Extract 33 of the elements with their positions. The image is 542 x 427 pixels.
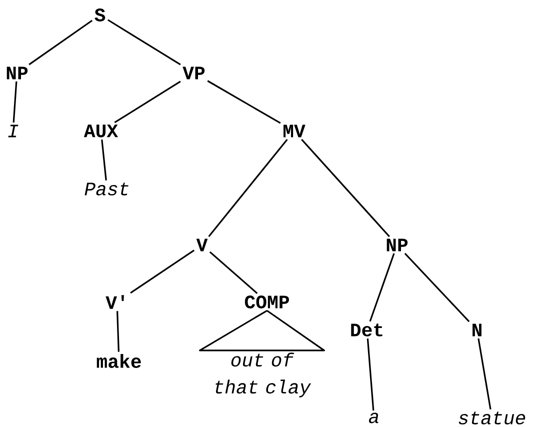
tree-branch (130, 250, 195, 294)
category-label: V (196, 238, 208, 252)
category-label: MV (284, 124, 306, 138)
tree-branch (28, 20, 93, 66)
word-label: a (368, 412, 378, 424)
category-label: NP (386, 238, 408, 252)
tree-branch (207, 80, 281, 124)
category-label: N (472, 324, 482, 336)
category-label: VP (182, 66, 205, 80)
tree-branch (369, 253, 395, 322)
tree-branch (366, 338, 374, 411)
tree-branch (12, 81, 18, 123)
category-label: AUX (84, 124, 118, 138)
triangle-branch (199, 310, 325, 352)
tree-branch (301, 138, 390, 238)
category-label: Det (351, 324, 382, 336)
category-label: COMP (244, 296, 289, 308)
tree-branch (116, 311, 120, 352)
tree-branch (208, 138, 288, 238)
tree-branch (114, 80, 181, 124)
word-label: I (8, 124, 18, 138)
category-label: S (94, 8, 106, 22)
word-label: out of that clay (216, 352, 312, 398)
tree-branch (101, 139, 107, 180)
tree-branch (107, 19, 181, 66)
category-label: V' (106, 295, 124, 309)
tree-branch (404, 252, 470, 322)
word-label: Past (84, 182, 128, 196)
tree-branch (209, 251, 258, 294)
tree-branch (478, 338, 492, 410)
category-label: NP (6, 66, 28, 80)
word-label: statue (458, 412, 526, 424)
category-label: make (96, 354, 141, 368)
